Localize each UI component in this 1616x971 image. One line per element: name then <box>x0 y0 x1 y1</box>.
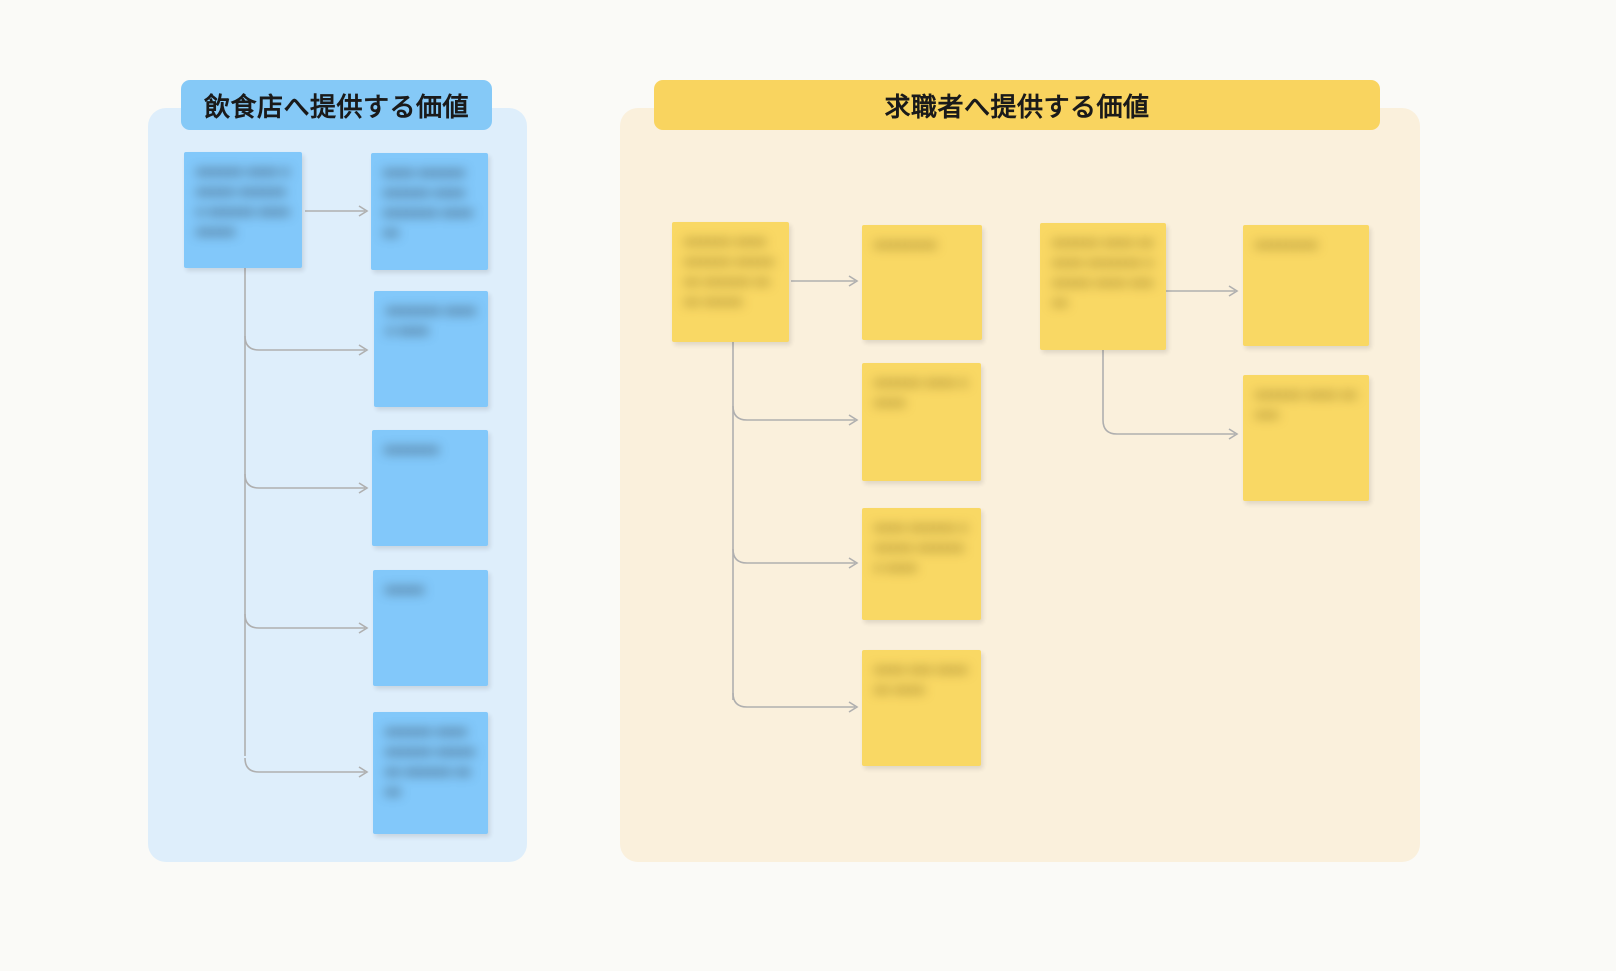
panel-title-restaurant: 飲食店へ提供する価値 <box>181 80 492 130</box>
node-text: ■■■■ ■■■■■■ ■■■■■■ ■■■■ ■■■■■■■ ■■■■■■ <box>383 165 473 241</box>
node-child[interactable]: ■■■■■■■ ■■■■■ ■■■■ <box>374 291 488 407</box>
node-text: ■■■■■■■■ <box>1255 237 1318 252</box>
node-root[interactable]: ■■■■■■ ■■■■ ■■■■■■ ■■■■■■■ ■■■■■■ ■■■■ ■… <box>672 222 789 342</box>
panel-title-jobseeker: 求職者へ提供する価値 <box>654 80 1380 130</box>
node-text: ■■■■■■■ ■■■■■ ■■■■ <box>386 303 476 339</box>
node-text: ■■■■■■■ <box>384 442 439 457</box>
node-child[interactable]: ■■■■■■ ■■■■ ■■■■■■ ■■■■■■■ ■■■■■■ ■■■■ <box>373 712 488 834</box>
node-text: ■■■■■■ ■■■■ ■■■■■■ ■■■■■■■ ■■■■■■ ■■■■ <box>385 724 475 800</box>
node-child[interactable]: ■■■■■■ ■■■■ ■■■■■ <box>862 363 981 481</box>
node-text: ■■■■■■ ■■■■ ■■■■■ <box>1255 387 1357 423</box>
node-text: ■■■■■ <box>385 582 425 597</box>
node-text: ■■■■■■ ■■■■ ■■■■■■ ■■■■■■■ ■■■■■■ ■■■■ ■… <box>196 164 290 240</box>
node-child[interactable]: ■■■■■■■■ <box>1243 225 1369 346</box>
node-child[interactable]: ■■■■ ■■■■■■ ■■■■■■ ■■■■ ■■■■■■■ ■■■■■■ <box>371 153 488 270</box>
node-text: ■■■■■■■■ <box>874 237 937 252</box>
node-child[interactable]: ■■■■■■■ <box>372 430 488 546</box>
node-child[interactable]: ■■■■■ <box>373 570 488 686</box>
node-text: ■■■■■■ ■■■■ ■■■■■■ ■■■■■■■ ■■■■■■ ■■■■ ■… <box>1052 235 1154 311</box>
node-text: ■■■■■■ ■■■■ ■■■■■ <box>874 375 968 411</box>
node-text: ■■■■■■ ■■■■ ■■■■■■ ■■■■■■■ ■■■■■■ ■■■■ ■… <box>684 234 774 310</box>
node-child[interactable]: ■■■■■■■■ <box>862 225 982 340</box>
node-root[interactable]: ■■■■■■ ■■■■ ■■■■■■ ■■■■■■■ ■■■■■■ ■■■■ ■… <box>184 152 302 268</box>
node-child[interactable]: ■■■■■■ ■■■■ ■■■■■ <box>1243 375 1369 501</box>
node-child[interactable]: ■■■■ ■■■■■■ ■■■■■■ ■■■■■■■ ■■■■ <box>862 508 981 620</box>
node-child[interactable]: ■■■■ ■■■ ■■■■■■ ■■■■ <box>862 650 981 766</box>
node-text: ■■■■ ■■■ ■■■■■■ ■■■■ <box>874 662 968 698</box>
node-text: ■■■■ ■■■■■■ ■■■■■■ ■■■■■■■ ■■■■ <box>874 520 968 576</box>
node-root[interactable]: ■■■■■■ ■■■■ ■■■■■■ ■■■■■■■ ■■■■■■ ■■■■ ■… <box>1040 223 1166 350</box>
